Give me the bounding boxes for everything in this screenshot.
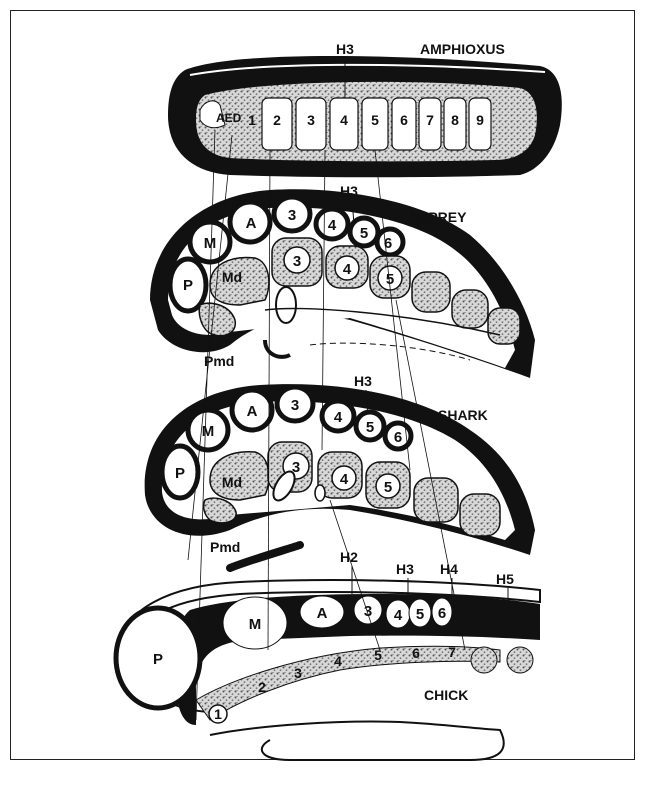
chick-h3-label: H3 — [396, 561, 414, 577]
chick-a-label: A — [317, 605, 328, 622]
shark-md-label: Md — [222, 474, 242, 490]
lamprey-upper-5: 5 — [360, 225, 368, 242]
chick-lower-6: 6 — [412, 645, 420, 661]
lamprey-a-label: A — [246, 215, 257, 232]
amphioxus-segment-3: 3 — [307, 112, 315, 128]
amphioxus-segment-7: 7 — [426, 112, 434, 128]
lamprey-md-label: Md — [222, 269, 242, 285]
chick-lower-1: 1 — [214, 706, 222, 722]
lamprey-p-label: P — [183, 277, 193, 294]
amphioxus-segment-4: 4 — [340, 112, 348, 128]
chick-p-label: P — [153, 651, 163, 668]
chick-lower-5: 5 — [374, 647, 382, 663]
shark-h3-label: H3 — [354, 373, 372, 389]
amphioxus-segment-8: 8 — [451, 112, 459, 128]
amphioxus-segment-9: 9 — [476, 112, 484, 128]
chick-upper-5: 5 — [416, 606, 424, 623]
shark-a-label: A — [247, 403, 258, 420]
lamprey-upper-3: 3 — [288, 207, 296, 224]
amphioxus-title: AMPHIOXUS — [420, 41, 505, 57]
shark-lower-5: 5 — [384, 479, 392, 496]
chick-h5-label: H5 — [496, 571, 514, 587]
chick-lower-4: 4 — [334, 653, 342, 669]
lamprey-title: LAMPREY — [398, 209, 467, 225]
shark-m-label: M — [202, 423, 215, 440]
shark-lower-4: 4 — [340, 471, 349, 488]
amphioxus-segment-5: 5 — [371, 112, 379, 128]
lamprey-lower-3: 3 — [293, 253, 301, 270]
shark-upper-5: 5 — [366, 419, 374, 436]
shark-upper-6: 6 — [394, 429, 402, 446]
chick-upper-6: 6 — [438, 605, 446, 622]
lamprey-upper-4: 4 — [328, 217, 337, 234]
chick-lower-3: 3 — [294, 665, 302, 681]
chick-lower-2: 2 — [258, 679, 266, 695]
shark-title: SHARK — [438, 407, 488, 423]
lamprey-m-label: M — [204, 235, 217, 252]
lamprey-h3-label: H3 — [340, 183, 358, 199]
chick-upper-4: 4 — [394, 607, 403, 624]
shark-p-label: P — [175, 465, 185, 482]
amphioxus-panel: AED 1 2 3 4 5 6 7 8 9 H3 AMPHIOXUS — [168, 41, 562, 177]
chick-lower-7: 7 — [448, 644, 456, 660]
chick-m-label: M — [249, 616, 262, 633]
amphioxus-segment-1: 1 — [248, 112, 256, 128]
shark-upper-4: 4 — [334, 409, 343, 426]
shark-pmd-label: Pmd — [210, 539, 240, 555]
shark-lower-3: 3 — [292, 459, 300, 476]
shark-panel: P M A 3 4 5 6 3 4 5 Md Pmd H3 SHARK — [145, 373, 535, 568]
amphioxus-aed-label: AED — [216, 111, 242, 125]
lamprey-lower-4: 4 — [343, 261, 352, 278]
amphioxus-segment-2: 2 — [273, 112, 281, 128]
chick-title: CHICK — [424, 687, 468, 703]
amphioxus-segment-6: 6 — [400, 112, 408, 128]
shark-upper-3: 3 — [291, 397, 299, 414]
chick-panel: P M A 3 4 5 6 1 2 3 4 5 6 7 H2 H3 H4 H5 … — [116, 549, 540, 760]
amphioxus-h3-label: H3 — [336, 41, 354, 57]
